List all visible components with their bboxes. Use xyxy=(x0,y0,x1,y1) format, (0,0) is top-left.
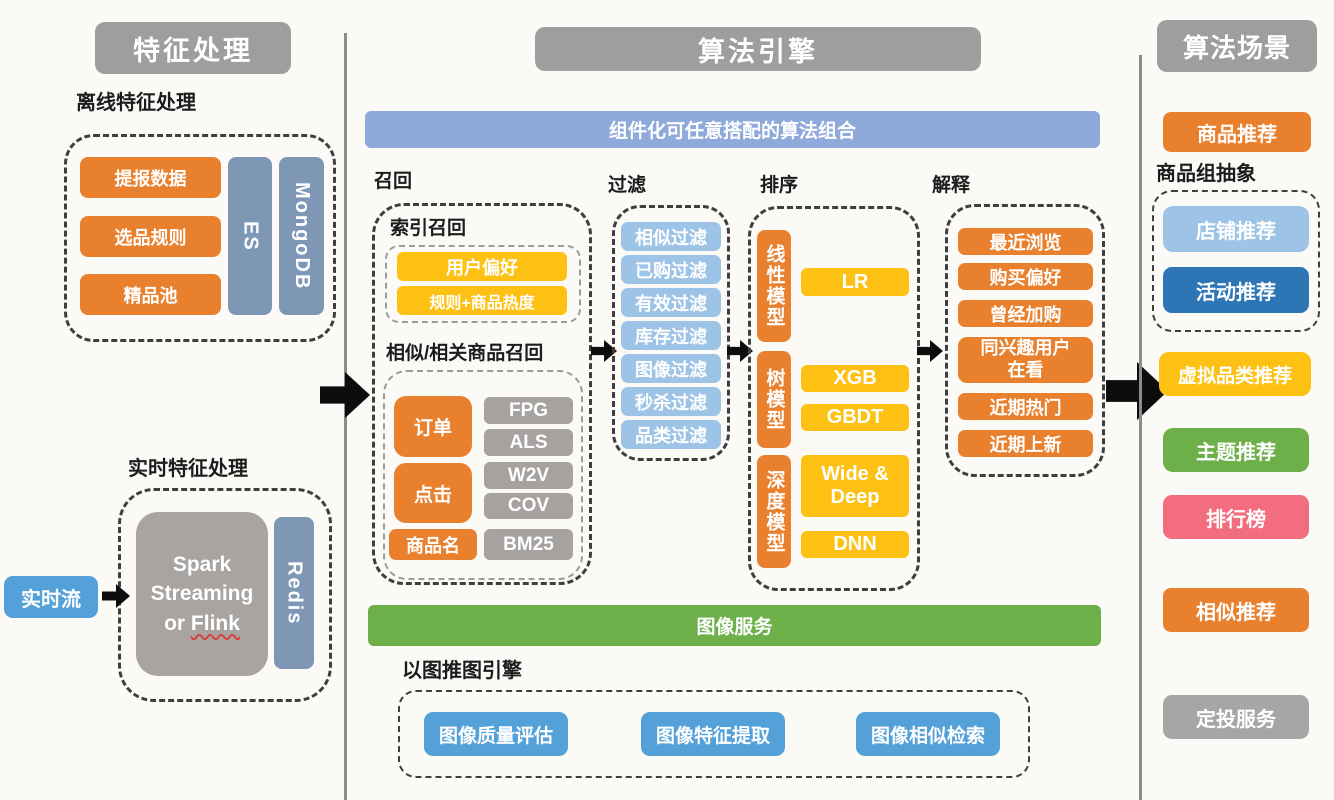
flow-arrow-feature-to-engine xyxy=(320,372,370,418)
recall-algo-box: COV xyxy=(484,493,573,519)
scene-theme-rec: 主题推荐 xyxy=(1163,428,1309,472)
realtime-stream-box: 实时流 xyxy=(4,576,98,618)
filter-item: 有效过滤 xyxy=(621,288,721,317)
recall-algo-box: W2V xyxy=(484,462,573,489)
explain-label: 解释 xyxy=(932,175,971,196)
scene-ranking-list: 排行榜 xyxy=(1163,495,1309,539)
offline-item-box: 提报数据 xyxy=(80,157,221,198)
rank-model-box: 线性模型 xyxy=(757,230,791,342)
scene-product-rec: 商品推荐 xyxy=(1163,112,1311,152)
scene-targeted-service: 定投服务 xyxy=(1163,695,1309,739)
panel-header-algorithm-scenes: 算法场景 xyxy=(1157,20,1317,72)
offline-item-box: 选品规则 xyxy=(80,216,221,257)
filter-item: 秒杀过滤 xyxy=(621,387,721,416)
scene-similar-rec: 相似推荐 xyxy=(1163,588,1309,632)
recall-algo-box: FPG xyxy=(484,397,573,424)
filter-item: 已购过滤 xyxy=(621,255,721,284)
realtime-feature-label: 实时特征处理 xyxy=(128,458,248,480)
recall-source-box: 商品名 xyxy=(389,529,477,560)
product-group-label: 商品组抽象 xyxy=(1156,163,1256,185)
image-service-item: 图像相似检索 xyxy=(856,712,1000,756)
scene-shop-rec: 店铺推荐 xyxy=(1163,206,1309,252)
recall-group xyxy=(372,203,592,585)
rank-algo-box: Wide & Deep xyxy=(801,455,909,517)
explain-item: 近期热门 xyxy=(958,393,1093,420)
filter-item: 库存过滤 xyxy=(621,321,721,350)
explain-group xyxy=(945,204,1105,477)
panel-header-algorithm-engine: 算法引擎 xyxy=(535,27,981,71)
image-engine-group xyxy=(398,690,1030,778)
image-service-banner: 图像服务 xyxy=(368,605,1101,646)
rank-model-box: 深度模型 xyxy=(757,455,791,568)
explain-item: 近期上新 xyxy=(958,430,1093,457)
filter-item: 品类过滤 xyxy=(621,420,721,449)
flow-arrow-engine-to-scene xyxy=(1106,362,1168,420)
index-recall-item: 用户偏好 xyxy=(397,252,567,281)
offline-feature-label: 离线特征处理 xyxy=(76,92,196,114)
algorithm-combo-banner: 组件化可任意搭配的算法组合 xyxy=(365,111,1100,148)
recall-source-box: 订单 xyxy=(394,396,472,457)
similar-recall-box xyxy=(383,370,583,580)
flow-arrow-filter-rank xyxy=(727,340,753,362)
datastore-es: ES xyxy=(228,157,272,315)
flow-arrow-rank-explain xyxy=(917,340,943,362)
recall-source-box: 点击 xyxy=(394,463,472,523)
datastore-redis: Redis xyxy=(274,517,314,669)
rank-algo-box: LR xyxy=(801,268,909,296)
realtime-engine-box: Spark Streaming or Flink xyxy=(136,512,268,676)
engine-text: Spark Streaming or xyxy=(150,552,254,635)
rank-algo-box: GBDT xyxy=(801,404,909,431)
panel-header-feature-processing: 特征处理 xyxy=(95,22,291,74)
offline-feature-group xyxy=(64,134,336,342)
index-recall-label: 索引召回 xyxy=(390,218,467,239)
offline-item-box: 精品池 xyxy=(80,274,221,315)
rank-model-box: 树模型 xyxy=(757,351,791,448)
section-divider xyxy=(1139,55,1142,800)
recall-algo-box: BM25 xyxy=(484,529,573,560)
explain-item: 同兴趣用户在看 xyxy=(958,337,1093,383)
engine-flink-text: Flink xyxy=(190,611,240,635)
rank-algo-box: DNN xyxy=(801,531,909,558)
filter-label: 过滤 xyxy=(608,175,647,196)
image-engine-label: 以图推图引擎 xyxy=(402,660,522,682)
explain-item: 购买偏好 xyxy=(958,263,1093,290)
explain-item: 曾经加购 xyxy=(958,300,1093,327)
recall-algo-box: ALS xyxy=(484,429,573,456)
explain-item: 最近浏览 xyxy=(958,228,1093,255)
filter-item: 相似过滤 xyxy=(621,222,721,251)
rank-group xyxy=(748,206,920,591)
flow-arrow-stream xyxy=(102,584,130,608)
rank-algo-box: XGB xyxy=(801,365,909,392)
rank-label: 排序 xyxy=(760,175,799,196)
scene-activity-rec: 活动推荐 xyxy=(1163,267,1309,313)
flow-arrow-recall-filter xyxy=(591,340,617,362)
filter-item: 图像过滤 xyxy=(621,354,721,383)
filter-group xyxy=(612,205,730,461)
product-group-box xyxy=(1152,190,1320,332)
index-recall-box xyxy=(385,245,581,323)
recall-label: 召回 xyxy=(374,171,413,192)
image-service-item: 图像特征提取 xyxy=(641,712,785,756)
image-service-item: 图像质量评估 xyxy=(424,712,568,756)
similar-recall-label: 相似/相关商品召回 xyxy=(386,343,544,364)
datastore-mongodb: MongoDB xyxy=(279,157,324,315)
index-recall-item: 规则+商品热度 xyxy=(397,286,567,315)
scene-virtual-category-rec: 虚拟品类推荐 xyxy=(1159,352,1311,396)
